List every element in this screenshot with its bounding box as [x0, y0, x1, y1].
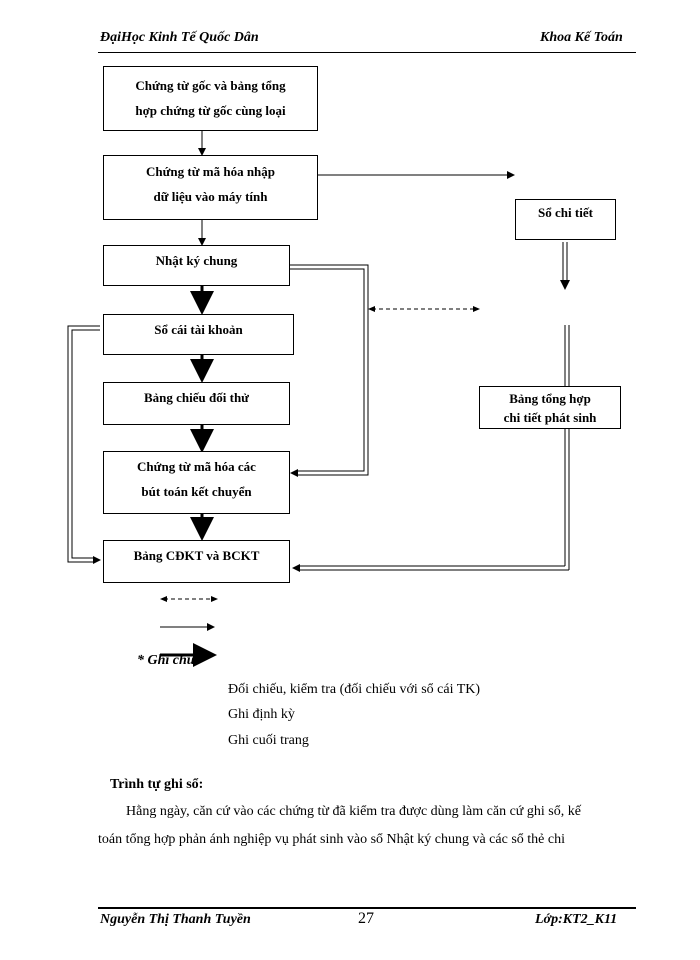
header-rule	[98, 52, 636, 53]
header-faculty: Khoa Kế Toán	[540, 30, 623, 45]
footer-rule	[98, 907, 636, 909]
box-line: Chứng từ mã hóa nhập	[145, 164, 276, 179]
box-line: chi tiết phát sinh	[503, 410, 597, 425]
box-line: Chứng từ mã hóa các	[137, 459, 256, 474]
box-general-journal: Nhật ký chung	[103, 245, 290, 286]
paragraph-line-1: Hằng ngày, căn cứ vào các chứng từ đã ki…	[126, 804, 581, 819]
box-detail-ledger: Sổ chi tiết	[515, 199, 616, 240]
legend-item-end-of-period: Ghi cuối trang	[228, 733, 309, 748]
paragraph-line-2: toán tổng hợp phản ánh nghiệp vụ phát si…	[98, 832, 565, 847]
box-line: bút toán kết chuyển	[141, 484, 252, 499]
box-trial-balance: Bảng chiếu đối thử	[103, 382, 290, 425]
box-line: dữ liệu vào máy tính	[153, 189, 268, 204]
legend-item-periodic: Ghi định kỳ	[228, 707, 295, 722]
box-line: Nhật ký chung	[155, 253, 238, 268]
section-title: Trình tự ghi sổ:	[110, 777, 204, 792]
footer-class: Lớp:KT2_K11	[535, 912, 618, 927]
box-line: Chứng từ gốc và bảng tổng	[135, 78, 286, 93]
box-line: Bảng CĐKT và BCKT	[133, 548, 260, 563]
footer-author: Nguyễn Thị Thanh Tuyền	[100, 912, 251, 927]
box-line: Sổ cái tài khoản	[154, 322, 243, 337]
legend-note: * Ghi chú:	[137, 653, 200, 668]
box-line: Bảng chiếu đối thử	[144, 390, 249, 405]
box-source-documents: Chứng từ gốc và bảng tổng hợp chứng từ g…	[103, 66, 318, 131]
legend-item-crosscheck: Đối chiếu, kiểm tra (đối chiếu với sổ cá…	[228, 682, 481, 697]
box-line: Sổ chi tiết	[538, 205, 593, 220]
header-university: ĐạiHọc Kinh Tế Quốc Dân	[100, 30, 259, 45]
box-detail-summary: Bảng tổng hợp chi tiết phát sinh	[479, 386, 621, 429]
box-encoded-input: Chứng từ mã hóa nhập dữ liệu vào máy tín…	[103, 155, 318, 220]
box-financial-statements: Bảng CĐKT và BCKT	[103, 540, 290, 583]
box-line: Bảng tổng hợp	[509, 391, 591, 406]
box-closing-entries: Chứng từ mã hóa các bút toán kết chuyển	[103, 451, 290, 514]
page-number: 27	[358, 910, 374, 927]
box-account-ledger: Sổ cái tài khoản	[103, 314, 294, 355]
box-line: hợp chứng từ gốc cùng loại	[135, 103, 286, 118]
